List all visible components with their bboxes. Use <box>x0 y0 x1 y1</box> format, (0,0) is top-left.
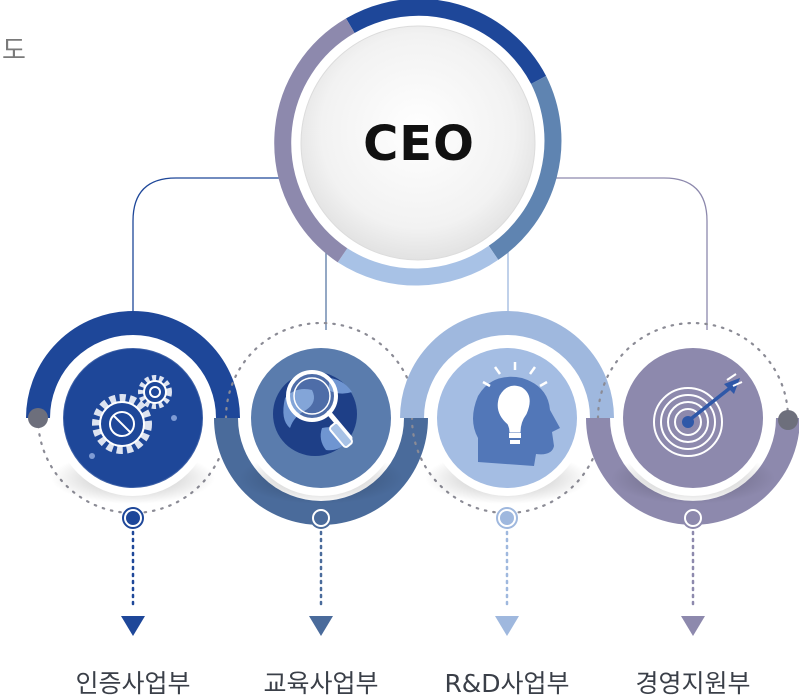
department-label-rnd: R&D사업부 <box>444 669 570 698</box>
connector-line-4 <box>550 177 708 330</box>
dotted-arc <box>596 321 790 420</box>
side-dot-right <box>778 410 798 430</box>
dotted-arc <box>410 416 604 515</box>
ceo-label: CEO <box>363 116 475 172</box>
down-arrow-icon <box>681 616 705 636</box>
dotted-arc <box>36 416 230 515</box>
ceo-ring-segment-3 <box>337 245 499 286</box>
down-arrow-icon <box>495 616 519 636</box>
connector-line-1 <box>132 177 300 330</box>
down-arrow-icon <box>309 616 333 636</box>
ceo-ring-segment-4 <box>274 18 355 263</box>
department-node-rnd <box>400 311 614 636</box>
department-label-certification: 인증사업부 <box>75 669 191 698</box>
lightbulb-head-icon <box>473 362 560 466</box>
accent-arc <box>26 311 240 419</box>
department-label-education: 교육사업부 <box>263 669 379 698</box>
accent-arc <box>400 311 614 419</box>
department-label-management: 경영지원부 <box>635 669 751 698</box>
ceo-node <box>274 0 562 286</box>
side-dot-left <box>28 408 48 428</box>
ceo-ring-segment-1 <box>346 0 547 84</box>
down-arrow-icon <box>121 616 145 636</box>
department-node-education <box>214 321 428 636</box>
department-node-management <box>586 321 799 636</box>
target-arrow-icon <box>653 373 743 457</box>
ceo-ring-segment-2 <box>488 76 562 260</box>
page-heading-fragment: 도 <box>2 36 26 66</box>
department-node-certification <box>26 311 240 636</box>
gears-icon <box>89 375 177 459</box>
globe-magnifier-icon <box>273 370 357 456</box>
dotted-arc <box>224 321 418 420</box>
